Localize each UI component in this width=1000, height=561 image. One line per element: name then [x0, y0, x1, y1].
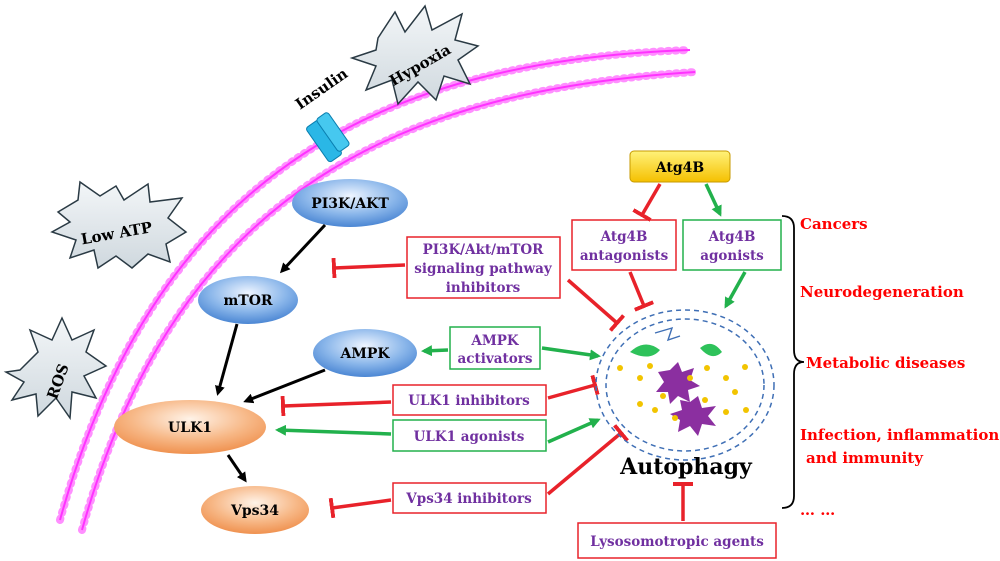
ros-starburst [3, 316, 108, 421]
ulk1-inhibitors-box: ULK1 inhibitors [392, 384, 547, 416]
ulk1-agonists-box: ULK1 agonists [392, 419, 547, 452]
atg4b-antagonists-line2: antagonists [580, 248, 669, 264]
atg4b-label: Atg4B [655, 160, 705, 176]
hypoxia-starburst [349, 4, 480, 106]
vps34-inhibitors-box: Vps34 inhibitors [392, 482, 547, 514]
ampk-activators-box: AMPK activators [449, 326, 541, 370]
atg4b-box: Atg4B [629, 150, 731, 183]
inhibit-vps34 [328, 497, 392, 519]
low-atp-starburst [50, 180, 188, 270]
disease-cancers: Cancers [800, 215, 868, 233]
activate-autophagy-from-atg4b-agonists [724, 271, 747, 309]
disease-infection-line2: and immunity [806, 449, 924, 467]
activate-ulk1 [275, 424, 392, 436]
atg4b-agonists-line2: agonists [700, 248, 764, 264]
disease-metabolic: Metabolic diseases [806, 354, 965, 372]
atg4b-agonists-box: Atg4B agonists [682, 219, 782, 271]
disease-neurodegeneration: Neurodegeneration [800, 283, 964, 301]
mtor-label: mTOR [223, 293, 272, 309]
inhibit-ulk1 [280, 395, 392, 417]
vps34-inhibitors-label: Vps34 inhibitors [405, 491, 532, 507]
cell-membrane [56, 46, 699, 534]
inhibit-autophagy-from-atg4b-antagonists [628, 271, 655, 312]
vps34-label: Vps34 [230, 503, 279, 519]
arrow-pi3k-to-mtor [279, 223, 327, 274]
ulk1-node: ULK1 [114, 400, 266, 454]
pi3k-akt-node: PI3K/AKT [292, 179, 408, 227]
inhibition-connectors [280, 183, 693, 521]
arrow-ulk1-to-vps34 [226, 454, 247, 483]
autophagy-label: Autophagy [619, 454, 753, 480]
arrow-mtor-to-ulk1 [215, 323, 239, 396]
ulk1-agonists-label: ULK1 agonists [414, 429, 525, 445]
disease-ellipsis: … … [800, 501, 835, 519]
atg4b-antagonists-box: Atg4B antagonists [571, 219, 677, 271]
arrow-ampk-to-ulk1 [243, 368, 326, 404]
inhibit-mtor [331, 257, 406, 279]
vps34-node: Vps34 [201, 486, 309, 534]
inhibit-antagonists-from-atg4b [632, 183, 662, 222]
mitochondria-icon [630, 343, 722, 357]
ampk-label: AMPK [339, 346, 390, 362]
inhibit-autophagy-from-ulk1 [547, 374, 600, 400]
atg4b-agonists-line1: Atg4B [708, 229, 756, 245]
autophagosome [595, 309, 775, 461]
lysosomotropic-box: Lysosomotropic agents [577, 522, 777, 559]
pi3k-inhibitors-line2: signaling pathway [414, 261, 553, 277]
insulin-label: Insulin [292, 64, 351, 113]
mtor-node: mTOR [198, 276, 298, 324]
pi3k-inhibitors-box: PI3K/Akt/mTOR signaling pathway inhibito… [406, 236, 561, 299]
pi3k-akt-label: PI3K/AKT [311, 196, 389, 212]
ulk1-label: ULK1 [168, 420, 212, 436]
atg4b-antagonists-line1: Atg4B [600, 229, 648, 245]
inhibit-autophagy-from-pi3k [566, 278, 626, 332]
activate-agonists-from-atg4b [704, 183, 722, 217]
activate-ampk [421, 345, 449, 357]
protein-fragment-icon [654, 326, 681, 342]
vesicle-dots [617, 363, 749, 421]
disease-list: Cancers Neurodegeneration Metabolic dise… [800, 215, 999, 519]
ampk-activators-line2: activators [458, 351, 533, 367]
inhibit-autophagy-from-vps34 [546, 424, 629, 496]
disease-bracket [781, 215, 805, 509]
ampk-activators-line1: AMPK [470, 333, 520, 349]
disease-infection-line1: Infection, inflammation [800, 426, 999, 444]
activation-connectors [275, 183, 747, 444]
pi3k-inhibitors-line1: PI3K/Akt/mTOR [423, 242, 545, 258]
insulin-receptor [306, 112, 350, 163]
pi3k-inhibitors-line3: inhibitors [446, 280, 521, 296]
activate-autophagy-from-ulk1 [547, 418, 601, 444]
ampk-node: AMPK [313, 329, 417, 377]
ulk1-inhibitors-label: ULK1 inhibitors [408, 393, 530, 409]
activate-autophagy-from-ampk [541, 346, 601, 361]
aggregate-icon [656, 362, 716, 436]
lysosomotropic-label: Lysosomotropic agents [590, 534, 764, 550]
pathway-arrows [215, 223, 327, 483]
